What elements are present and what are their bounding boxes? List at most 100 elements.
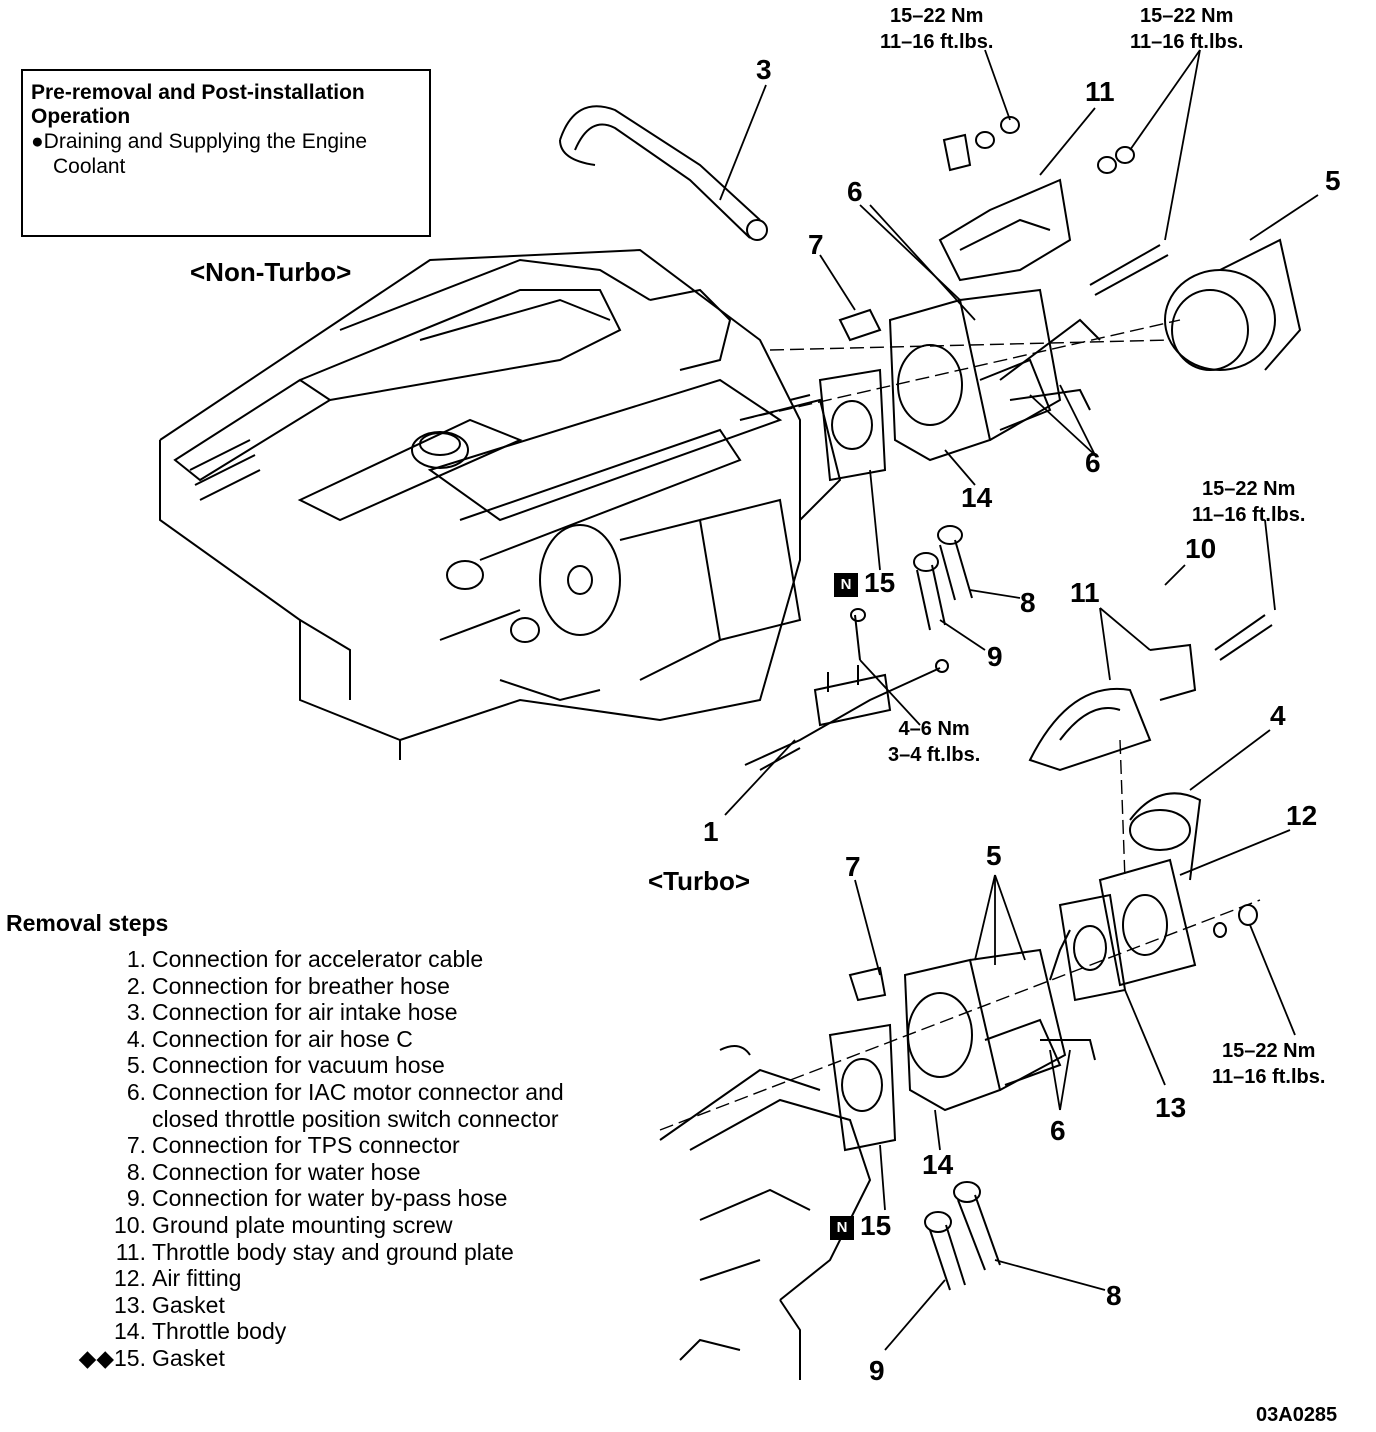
torque-nm: 4–6 Nm bbox=[898, 718, 970, 740]
removal-step: 11.Throttle body stay and ground plate bbox=[50, 1239, 690, 1266]
torque-ftlbs: 11–16 ft.lbs. bbox=[1130, 31, 1244, 53]
turbo-throttle-drawing bbox=[828, 614, 1273, 1152]
torque-spec-5: 15–22 Nm 11–16 ft.lbs. bbox=[1212, 1038, 1325, 1090]
removal-step: 7.Connection for TPS connector bbox=[50, 1132, 690, 1159]
step-number-text: 2. bbox=[126, 972, 146, 999]
nonturbo-hoses-drawing bbox=[744, 525, 973, 771]
step-text: Gasket bbox=[152, 1344, 225, 1371]
torque-ftlbs: 3–4 ft.lbs. bbox=[888, 744, 981, 766]
step-number-text: 10. bbox=[114, 1211, 146, 1238]
callout-9-turbo: 9 bbox=[869, 1355, 885, 1386]
step-number-text: 12. bbox=[114, 1265, 146, 1292]
pre-removal-note-box: Pre-removal and Post-installation Operat… bbox=[21, 69, 431, 237]
callout-15-number: 15 bbox=[864, 567, 896, 598]
removal-step: 6.Connection for IAC motor connector and bbox=[50, 1079, 690, 1106]
callout-6: 6 bbox=[1085, 447, 1101, 478]
step-number-text: 8. bbox=[126, 1158, 146, 1185]
step-text: Connection for water by-pass hose bbox=[152, 1185, 508, 1212]
callout-9: 9 bbox=[987, 641, 1003, 672]
callout-6-turbo: 6 bbox=[1050, 1115, 1066, 1146]
step-number: 14. bbox=[50, 1318, 152, 1345]
removal-step: 13.Gasket bbox=[50, 1292, 690, 1319]
leader-lines bbox=[719, 49, 1319, 1351]
step-number bbox=[50, 1106, 152, 1133]
step-text: Connection for vacuum hose bbox=[152, 1052, 445, 1079]
reassembly-mark-icon: ◆◆ bbox=[78, 1344, 115, 1371]
assembly-axes bbox=[659, 319, 1261, 1131]
step-number-text: 6. bbox=[126, 1078, 146, 1105]
non-turbo-label: <Non-Turbo> bbox=[190, 257, 352, 287]
removal-step: 10.Ground plate mounting screw bbox=[50, 1212, 690, 1239]
step-number: ◆◆15. bbox=[50, 1345, 152, 1372]
turbo-engine-drawing bbox=[659, 1045, 872, 1380]
callout-7-turbo: 7 bbox=[845, 851, 861, 882]
step-text: Connection for air hose C bbox=[152, 1025, 413, 1052]
step-number: 7. bbox=[50, 1132, 152, 1159]
callout-12: 12 bbox=[1286, 800, 1318, 831]
removal-step: 5.Connection for vacuum hose bbox=[50, 1052, 690, 1079]
step-text: Throttle body bbox=[152, 1318, 287, 1345]
callout-11-turbo: 11 bbox=[1070, 577, 1100, 608]
torque-ftlbs: 11–16 ft.lbs. bbox=[880, 31, 994, 53]
step-number-text: 14. bbox=[114, 1318, 146, 1345]
callout-14: 14 bbox=[961, 482, 993, 513]
step-text: Gasket bbox=[152, 1291, 225, 1318]
step-text: Throttle body stay and ground plate bbox=[152, 1238, 514, 1265]
removal-step: ◆◆15.Gasket bbox=[50, 1345, 690, 1372]
callout-5-turbo: 5 bbox=[986, 840, 1002, 871]
step-number-text: 4. bbox=[126, 1025, 146, 1052]
callout-1: 1 bbox=[703, 816, 719, 847]
torque-nm: 15–22 Nm bbox=[1222, 1040, 1316, 1062]
nonturbo-throttle-drawing bbox=[789, 116, 1302, 482]
new-part-badge: N bbox=[834, 573, 858, 597]
step-number: 13. bbox=[50, 1292, 152, 1319]
step-number-text: 9. bbox=[126, 1185, 146, 1212]
removal-step: 4.Connection for air hose C bbox=[50, 1026, 690, 1053]
torque-ftlbs: 11–16 ft.lbs. bbox=[1192, 504, 1306, 526]
callout-14-turbo: 14 bbox=[922, 1149, 954, 1180]
callout-11: 11 bbox=[1085, 76, 1115, 107]
step-number: 12. bbox=[50, 1265, 152, 1292]
step-number-text: 11. bbox=[115, 1238, 146, 1265]
callout-8: 8 bbox=[1020, 587, 1036, 618]
step-text: Connection for water hose bbox=[152, 1158, 421, 1185]
step-number-text: 13. bbox=[114, 1291, 146, 1318]
step-text: Air fitting bbox=[152, 1265, 242, 1292]
step-number-text: 1. bbox=[126, 946, 146, 972]
callout-5: 6 bbox=[847, 176, 863, 207]
step-number: 5. bbox=[50, 1052, 152, 1079]
removal-step: 14.Throttle body bbox=[50, 1318, 690, 1345]
torque-spec-4: 4–6 Nm 3–4 ft.lbs. bbox=[888, 716, 980, 768]
turbo-hoses-drawing bbox=[924, 1181, 1001, 1291]
torque-ftlbs: 11–16 ft.lbs. bbox=[1212, 1066, 1326, 1088]
torque-spec-3: 15–22 Nm 11–16 ft.lbs. bbox=[1192, 476, 1305, 528]
step-number-text: 15. bbox=[114, 1344, 146, 1371]
step-number: 3. bbox=[50, 999, 152, 1026]
step-number: 9. bbox=[50, 1185, 152, 1212]
step-number: 10. bbox=[50, 1212, 152, 1239]
removal-step: 12.Air fitting bbox=[50, 1265, 690, 1292]
new-part-badge: N bbox=[830, 1216, 854, 1240]
note-title-cont: Operation bbox=[31, 105, 131, 128]
step-number-text: 3. bbox=[126, 999, 146, 1026]
note-item: ●Draining and Supplying the Engine bbox=[31, 130, 368, 153]
removal-step: 3.Connection for air intake hose bbox=[50, 999, 690, 1026]
step-number-text: 5. bbox=[126, 1052, 146, 1079]
torque-nm: 15–22 Nm bbox=[1202, 478, 1296, 500]
callout-2: 3 bbox=[756, 54, 772, 85]
step-number-text: 7. bbox=[126, 1132, 146, 1159]
figure-code: 03A0285 bbox=[1256, 1404, 1338, 1426]
torque-nm: 15–22 Nm bbox=[890, 5, 984, 27]
callout-8-turbo: 8 bbox=[1106, 1280, 1122, 1311]
callout-3: 5 bbox=[1325, 165, 1341, 196]
callout-13: 13 bbox=[1155, 1092, 1187, 1123]
note-title: Pre-removal and Post-installation bbox=[31, 81, 365, 104]
breather-hose-drawing bbox=[559, 105, 768, 241]
nonturbo-engine-drawing bbox=[159, 248, 842, 760]
step-number: 1. bbox=[50, 946, 152, 973]
step-text: Connection for IAC motor connector and bbox=[152, 1078, 564, 1105]
removal-step: 9.Connection for water by-pass hose bbox=[50, 1185, 690, 1212]
removal-step: closed throttle position switch connecto… bbox=[50, 1106, 690, 1133]
